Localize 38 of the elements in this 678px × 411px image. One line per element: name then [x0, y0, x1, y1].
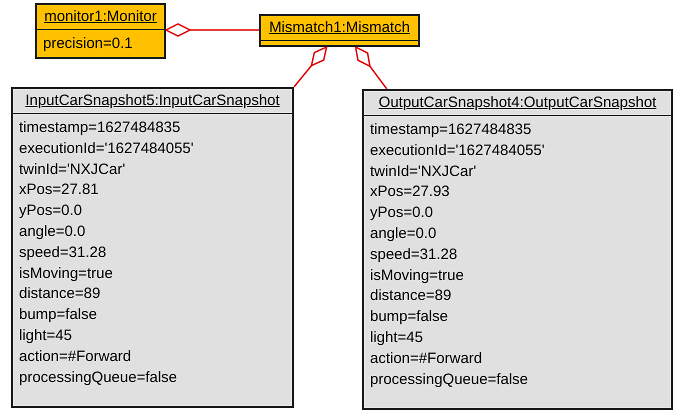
attribute-text: timestamp=1627484835: [370, 120, 532, 140]
attribute-text: distance=89: [370, 286, 452, 306]
attribute-text: speed=31.28: [19, 242, 108, 263]
attribute-text: angle=0.0: [370, 224, 438, 244]
attribute-text: twinId='NXJCar': [370, 162, 478, 182]
attribute-text: timestamp=1627484835: [19, 118, 182, 138]
attribute-text: xPos=27.93: [370, 182, 451, 202]
attribute-text: isMoving=true: [19, 264, 114, 284]
object-box: [362, 89, 673, 410]
aggregation-line: [354, 46, 388, 90]
attribute-text: yPos=0.0: [370, 203, 434, 224]
attribute-text: bump=false: [19, 305, 98, 326]
object-name: OutputCarSnapshot4:OutputCarSnapshot: [378, 93, 658, 113]
attribute-text: yPos=0.0: [19, 201, 83, 222]
attribute-text: light=45: [19, 326, 73, 346]
attribute-text: processingQueue=false: [19, 368, 178, 388]
attribute-text: distance=89: [19, 284, 102, 304]
object-name: Mismatch1:Mismatch: [268, 18, 411, 38]
object-box: [35, 3, 166, 59]
object-name: monitor1:Monitor: [43, 7, 158, 27]
object-box: [259, 14, 420, 47]
attribute-text: processingQueue=false: [370, 370, 530, 390]
aggregation-line: [293, 46, 328, 88]
attribute-text: xPos=27.81: [19, 180, 100, 200]
attribute-text: twinId='NXJCar': [19, 160, 126, 180]
attribute-text: executionId='1627484055': [19, 138, 195, 159]
attribute-text: action=#Forward: [19, 346, 132, 367]
attribute-text: isMoving=true: [370, 266, 465, 286]
attribute-text: speed=31.28: [370, 244, 458, 265]
attribute-text: angle=0.0: [19, 222, 86, 242]
attribute-text: action=#Forward: [370, 348, 484, 369]
aggregation-line: [165, 23, 259, 37]
attribute-text: light=45: [370, 328, 424, 348]
attribute-text: precision=0.1: [43, 34, 134, 54]
object-box: [11, 87, 294, 408]
object-name: InputCarSnapshot5:InputCarSnapshot: [24, 91, 281, 111]
attribute-text: executionId='1627484055': [370, 140, 546, 161]
attribute-text: bump=false: [370, 307, 449, 328]
